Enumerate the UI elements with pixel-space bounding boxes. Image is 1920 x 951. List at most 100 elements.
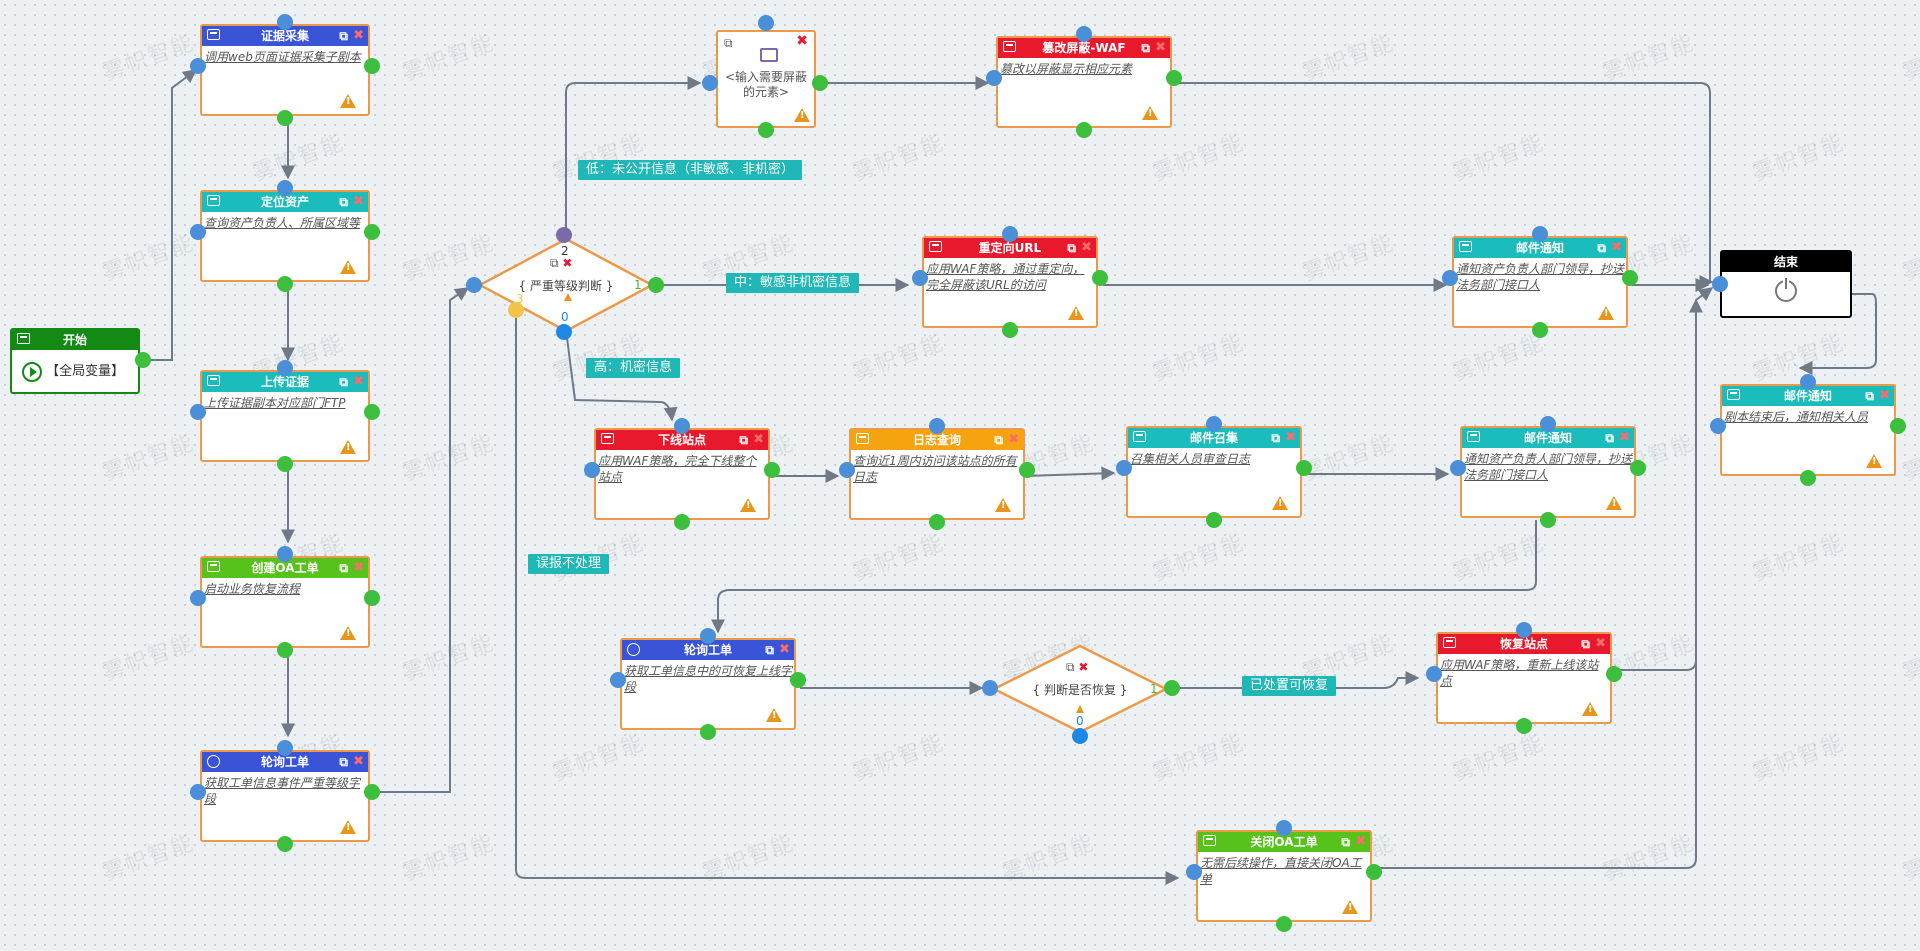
tamper-out-port[interactable] [1166, 70, 1182, 86]
closeoa-top-port[interactable] [1276, 820, 1292, 836]
copy-icon[interactable]: ⧉ [994, 433, 1003, 447]
close-icon[interactable]: ✖ [353, 374, 364, 389]
input-node[interactable]: ⧉ ✖ <输入需要屏蔽的元素> [716, 30, 816, 128]
close-icon[interactable]: ✖ [353, 560, 364, 575]
poll1-top-port[interactable] [277, 740, 293, 756]
collect-bottom-port[interactable] [277, 110, 293, 126]
node-tamper[interactable]: 篡改屏蔽-WAF ⧉ ✖ 篡改以屏蔽显示相应元素 [996, 36, 1172, 128]
recall-in-port[interactable] [1116, 460, 1132, 476]
input-out-port[interactable] [812, 75, 828, 91]
restore-in-port[interactable] [1426, 666, 1442, 682]
log-top-port[interactable] [929, 418, 945, 434]
node-body[interactable]: 篡改以屏蔽显示相应元素 [1000, 62, 1133, 76]
node-collect[interactable]: 证据采集 ⧉ ✖ 调用web页面证据采集子剧本 [200, 24, 370, 116]
edge-label-recoverable[interactable]: 已处置可恢复 [1242, 676, 1337, 696]
close-icon[interactable]: ✖ [353, 28, 364, 43]
restore-top-port[interactable] [1516, 622, 1532, 638]
copy-icon[interactable]: ⧉ [339, 561, 348, 575]
upload-in-port[interactable] [190, 404, 206, 420]
copy-icon[interactable]: ⧉ [1597, 241, 1606, 255]
poll2-bottom-port[interactable] [700, 724, 716, 740]
offline-top-port[interactable] [674, 418, 690, 434]
tamper-bottom-port[interactable] [1076, 122, 1092, 138]
close-icon[interactable]: ✖ [353, 754, 364, 769]
node-body[interactable]: 通知资产负责人部门领导，抄送法务部门接口人 [1456, 262, 1625, 292]
node-mail3[interactable]: 邮件通知 ⧉ ✖ 剧本结束后，通知相关人员 [1720, 384, 1896, 476]
close-icon[interactable]: ✖ [1611, 240, 1622, 255]
end-node[interactable]: 结束 [1720, 250, 1852, 318]
severity-port-0[interactable] [556, 324, 572, 340]
severity-in-port[interactable] [466, 277, 482, 293]
copy-icon[interactable]: ⧉ [1271, 431, 1280, 445]
recall-out-port[interactable] [1296, 460, 1312, 476]
mail1-out-port[interactable] [1622, 270, 1638, 286]
mail2-top-port[interactable] [1540, 416, 1556, 432]
recover-tools[interactable]: ⧉ ✖ [1066, 660, 1089, 674]
copy-icon[interactable]: ⧉ [739, 433, 748, 447]
poll2-top-port[interactable] [700, 628, 716, 644]
upload-out-port[interactable] [364, 404, 380, 420]
global-vars-link[interactable]: 【全局变量】 [46, 364, 125, 379]
close-icon[interactable]: ✖ [1008, 432, 1019, 447]
collect-in-port[interactable] [190, 58, 206, 74]
severity-port-3[interactable] [508, 302, 524, 318]
oa-out-port[interactable] [364, 590, 380, 606]
close-icon[interactable]: ✖ [1285, 430, 1296, 445]
close-icon[interactable]: ✖ [1619, 430, 1630, 445]
edge-label-mid[interactable]: 中：敏感非机密信息 [726, 273, 860, 293]
mail2-bottom-port[interactable] [1540, 512, 1556, 528]
copy-icon[interactable]: ⧉ [1341, 835, 1350, 849]
mail3-out-port[interactable] [1890, 418, 1906, 434]
locate-out-port[interactable] [364, 224, 380, 240]
node-poll1[interactable]: 轮询工单 ⧉ ✖ 获取工单信息事件严重等级字段 [200, 750, 370, 842]
node-poll2[interactable]: 轮询工单 ⧉ ✖ 获取工单信息中的可恢复上线字段 [620, 638, 796, 730]
node-recall[interactable]: 邮件召集 ⧉ ✖ 召集相关人员审查日志 [1126, 426, 1302, 518]
mail1-in-port[interactable] [1442, 270, 1458, 286]
tamper-in-port[interactable] [986, 70, 1002, 86]
locate-bottom-port[interactable] [277, 276, 293, 292]
node-body[interactable]: 召集相关人员审查日志 [1130, 452, 1251, 466]
poll2-in-port[interactable] [610, 672, 626, 688]
upload-top-port[interactable] [277, 360, 293, 376]
edge-label-false-positive[interactable]: 误报不处理 [528, 554, 610, 574]
redirect-out-port[interactable] [1092, 270, 1108, 286]
copy-icon[interactable]: ⧉ [339, 755, 348, 769]
close-icon[interactable]: ✖ [1879, 388, 1890, 403]
poll2-out-port[interactable] [790, 672, 806, 688]
node-log[interactable]: 日志查询 ⧉ ✖ 查询近1周内访问该站点的所有日志 [849, 428, 1025, 520]
copy-icon[interactable]: ⧉ [339, 195, 348, 209]
copy-icon[interactable]: ⧉ [765, 643, 774, 657]
node-restore[interactable]: 恢复站点 ⧉ ✖ 应用WAF策略，重新上线该站点 [1436, 632, 1612, 724]
upload-bottom-port[interactable] [277, 456, 293, 472]
node-locate[interactable]: 定位资产 ⧉ ✖ 查询资产负责人、所属区域等 [200, 190, 370, 282]
node-offline[interactable]: 下线站点 ⧉ ✖ 应用WAF策略，完全下线整个站点 [594, 428, 770, 520]
recover-in-port[interactable] [982, 680, 998, 696]
node-body[interactable]: 获取工单信息事件严重等级字段 [204, 776, 361, 806]
close-icon[interactable]: ✖ [779, 642, 790, 657]
offline-out-port[interactable] [764, 462, 780, 478]
input-top-port[interactable] [758, 15, 774, 31]
node-closeoa[interactable]: 关闭OA工单 ⧉ ✖ 无需后续操作，直接关闭OA工单 [1196, 830, 1372, 922]
redirect-top-port[interactable] [1002, 226, 1018, 242]
mail1-bottom-port[interactable] [1532, 322, 1548, 338]
close-icon[interactable]: ✖ [1155, 40, 1166, 55]
node-redirect[interactable]: 重定向URL ⧉ ✖ 应用WAF策略，通过重定向，完全屏蔽该URL的访问 [922, 236, 1098, 328]
redirect-bottom-port[interactable] [1002, 322, 1018, 338]
node-body[interactable]: 应用WAF策略，通过重定向，完全屏蔽该URL的访问 [926, 262, 1085, 292]
mail2-out-port[interactable] [1630, 460, 1646, 476]
node-body[interactable]: 查询资产负责人、所属区域等 [204, 216, 361, 230]
oa-bottom-port[interactable] [277, 642, 293, 658]
severity-tools[interactable]: ⧉ ✖ [550, 256, 573, 270]
input-in-port[interactable] [702, 75, 718, 91]
log-in-port[interactable] [839, 462, 855, 478]
oa-in-port[interactable] [190, 590, 206, 606]
recall-bottom-port[interactable] [1206, 512, 1222, 528]
node-body[interactable]: 剧本结束后，通知相关人员 [1724, 410, 1869, 424]
copy-icon[interactable]: ⧉ [1581, 637, 1590, 651]
offline-in-port[interactable] [584, 462, 600, 478]
node-body[interactable]: 获取工单信息中的可恢复上线字段 [624, 664, 793, 694]
node-mail1[interactable]: 邮件通知 ⧉ ✖ 通知资产负责人部门领导，抄送法务部门接口人 [1452, 236, 1628, 328]
recall-top-port[interactable] [1206, 416, 1222, 432]
input-bottom-port[interactable] [758, 122, 774, 138]
node-body[interactable]: 调用web页面证据采集子剧本 [204, 50, 361, 64]
